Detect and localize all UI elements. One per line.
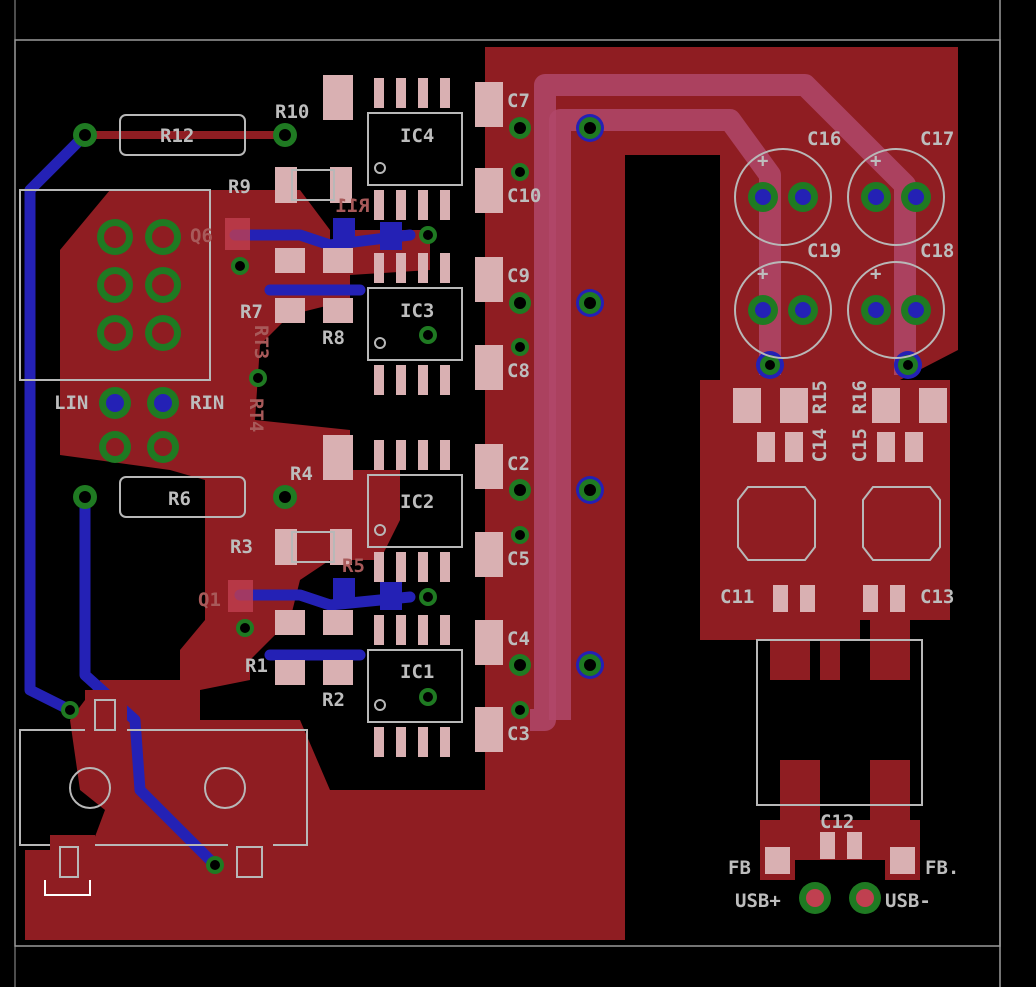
ic2-body: [367, 440, 463, 582]
label-rt4: RT4: [245, 398, 267, 432]
ic3-body: [367, 253, 463, 395]
label-r7: R7: [240, 301, 263, 323]
label-r1: R1: [245, 655, 268, 677]
label-rin: RIN: [190, 392, 224, 414]
vias: [61, 114, 922, 874]
label-ic2: IC2: [400, 491, 434, 513]
svg-text:+: +: [757, 150, 768, 172]
label-ic4: IC4: [400, 125, 434, 147]
label-usb-minus: USB-: [885, 890, 931, 912]
label-c11: C11: [720, 586, 754, 608]
label-c17: C17: [920, 128, 954, 150]
label-c19: C19: [807, 240, 841, 262]
electrolytic-caps: + + + +: [734, 148, 945, 359]
label-c9: C9: [507, 265, 530, 287]
label-r9: R9: [228, 176, 251, 198]
label-r8: R8: [322, 327, 345, 349]
label-c8: C8: [507, 360, 530, 382]
svg-text:+: +: [870, 150, 881, 172]
label-r15: R15: [809, 380, 831, 414]
supply-traces: [530, 74, 916, 731]
label-r4: R4: [290, 463, 313, 485]
label-c3: C3: [507, 723, 530, 745]
svg-text:+: +: [757, 263, 768, 285]
decoupling-caps: [475, 82, 503, 752]
label-c14: C14: [809, 428, 831, 462]
label-rt3: RT3: [250, 325, 272, 359]
label-c7: C7: [507, 90, 530, 112]
label-q6: Q6: [190, 225, 213, 247]
ground-pour: [25, 47, 958, 940]
output-section-pads: [733, 388, 947, 914]
label-ic1: IC1: [400, 661, 434, 683]
input-connector: [19, 189, 211, 463]
bottom-traces: [24, 129, 416, 871]
dc-jack: [19, 690, 308, 896]
label-c15: C15: [849, 428, 871, 462]
label-r12: R12: [160, 125, 194, 147]
label-c4: C4: [507, 628, 530, 650]
ic1-body: [367, 615, 463, 757]
label-q1: Q1: [198, 589, 221, 611]
svg-text:+: +: [870, 263, 881, 285]
label-r16: R16: [849, 380, 871, 414]
label-c10: C10: [507, 185, 541, 207]
label-r5: R5: [342, 555, 365, 577]
label-r11: R11: [336, 195, 370, 217]
silkscreen-labels: R12 R10 R9 R11 Q6 R7 RT3 R8 LIN RIN RT4 …: [54, 90, 959, 912]
label-r3: R3: [230, 536, 253, 558]
label-fb1: FB: [728, 857, 751, 879]
resistor-r6: [73, 476, 297, 518]
label-c16: C16: [807, 128, 841, 150]
ic4-body: [367, 78, 463, 220]
label-r6: R6: [168, 488, 191, 510]
label-r10: R10: [275, 101, 309, 123]
label-c2: C2: [507, 453, 530, 475]
label-lin: LIN: [54, 392, 88, 414]
resistor-r12: [73, 114, 297, 156]
label-fb2: FB.: [925, 857, 959, 879]
ic-packages: [367, 78, 463, 757]
label-c12: C12: [820, 811, 854, 833]
label-c13: C13: [920, 586, 954, 608]
label-c5: C5: [507, 548, 530, 570]
label-c18: C18: [920, 240, 954, 262]
label-r2: R2: [322, 689, 345, 711]
smd-resistors: [225, 75, 402, 685]
label-ic3: IC3: [400, 300, 434, 322]
label-usb-plus: USB+: [735, 890, 781, 912]
